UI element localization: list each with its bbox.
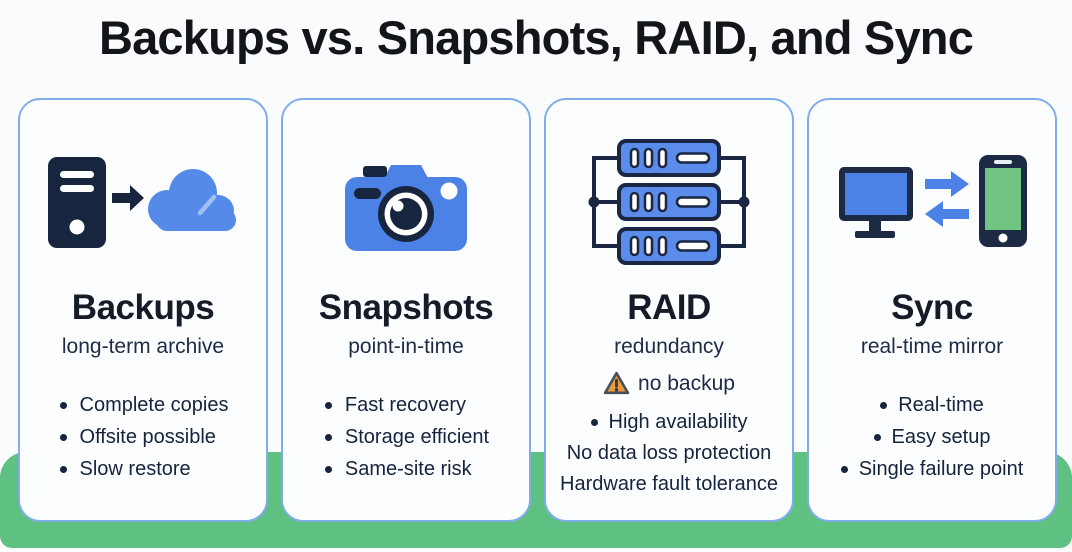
camera-icon (341, 136, 471, 268)
card-title: RAID (627, 288, 711, 327)
list-item: High availability (546, 406, 792, 438)
card-raid: RAID redundancy no backup High availabil… (544, 98, 794, 522)
list-item: Slow restore (58, 453, 229, 485)
list-item: Complete copies (58, 389, 228, 421)
feature-list: High availability (546, 406, 792, 438)
card-backups: Backups long-term archive Complete copie… (18, 98, 268, 522)
card-title: Backups (71, 288, 215, 327)
card-title: Snapshots (318, 288, 494, 327)
list-item: Single failure point (809, 453, 1055, 485)
card-subtitle: redundancy (614, 335, 724, 359)
card-subtitle: point-in-time (348, 335, 464, 359)
server-to-cloud-icon (48, 136, 238, 268)
card-subtitle: real-time mirror (860, 335, 1004, 359)
list-item: Fast recovery (323, 389, 489, 421)
desktop-phone-sync-icon (837, 136, 1027, 268)
desktop-phone-sync-icon-svg (839, 154, 1027, 247)
plain-feature-line: Hardware fault tolerance (560, 473, 778, 496)
raid-array-icon (584, 136, 754, 268)
list-item: Storage efficient (323, 421, 489, 453)
raid-array-icon-svg (588, 138, 750, 265)
camera-icon-svg (345, 164, 467, 251)
warning-triangle-icon (603, 372, 630, 395)
list-item: Offsite possible (58, 421, 229, 453)
warning-label: no backup (638, 371, 735, 395)
list-item: Same-site risk (323, 453, 489, 485)
server-to-cloud-icon-svg (48, 156, 236, 248)
feature-list: Real-time Easy setup Single failure poin… (809, 389, 1055, 485)
card-sync: Sync real-time mirror Real-time Easy set… (807, 98, 1057, 522)
list-item: Real-time (809, 389, 1055, 421)
plain-feature-line: No data loss protection (566, 442, 772, 465)
page-title: Backups vs. Snapshots, RAID, and Sync (98, 11, 974, 64)
card-subtitle: long-term archive (61, 335, 225, 359)
feature-list: Complete copies Offsite possible Slow re… (58, 389, 229, 485)
card-title: Sync (891, 288, 973, 327)
card-snapshots: Snapshots point-in-time Fast recovery St… (281, 98, 531, 522)
feature-list: Fast recovery Storage efficient Same-sit… (323, 389, 489, 485)
list-item: Easy setup (809, 421, 1055, 453)
warning-row: no backup (603, 371, 735, 396)
